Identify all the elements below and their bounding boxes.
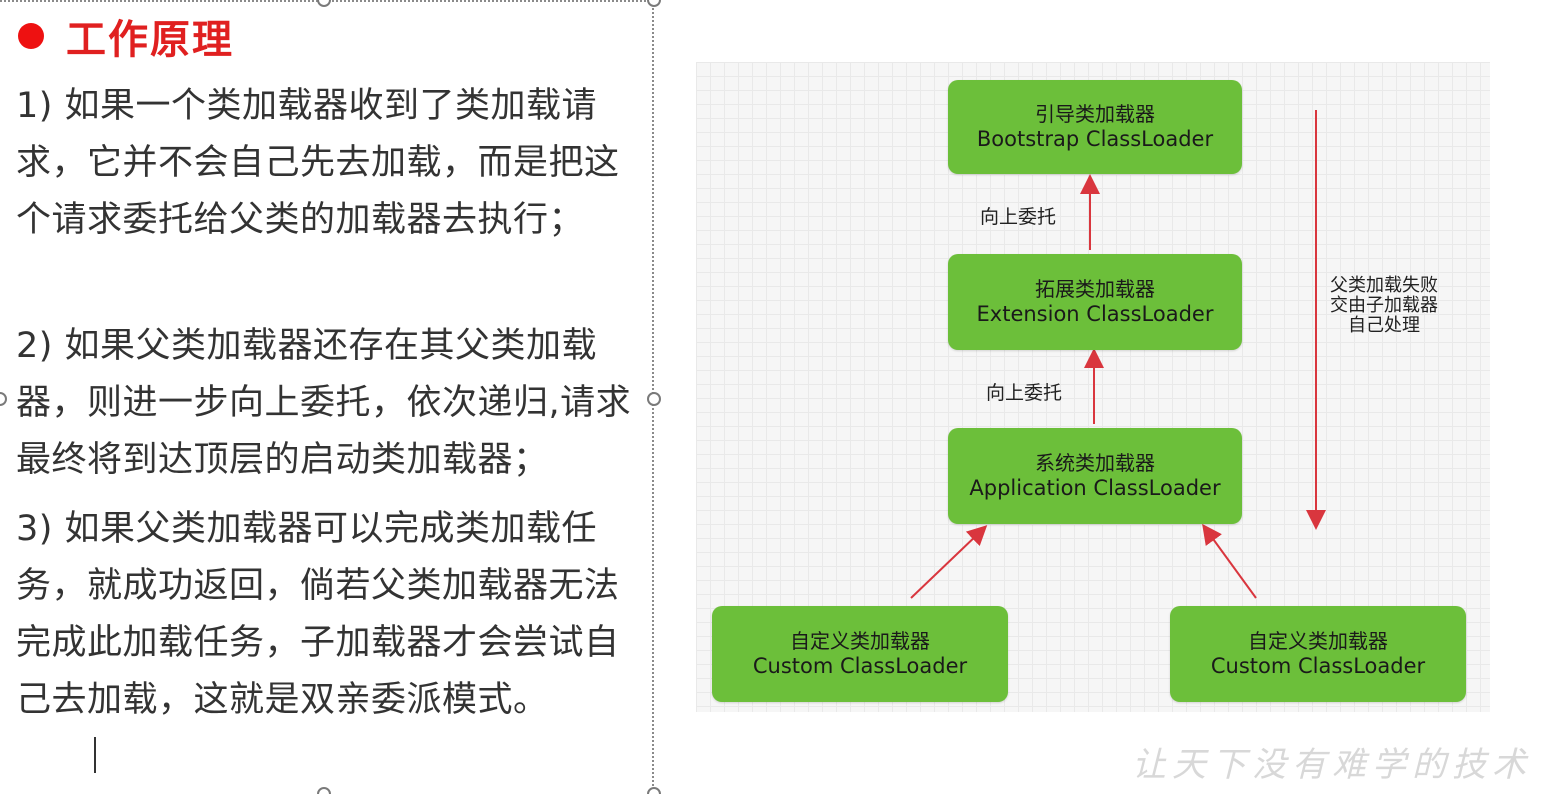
node-application[interactable]: 系统类加载器 Application ClassLoader bbox=[948, 428, 1242, 524]
classloader-diagram[interactable]: 引导类加载器 Bootstrap ClassLoader 拓展类加载器 Exte… bbox=[696, 62, 1490, 712]
node-bootstrap[interactable]: 引导类加载器 Bootstrap ClassLoader bbox=[948, 80, 1242, 174]
arrow-customright-to-app bbox=[1202, 523, 1257, 599]
paragraph-3: 3) 如果父类加载器可以完成类加载任务，就成功返回，倘若父类加载器无法完成此加载… bbox=[16, 509, 620, 720]
resize-handle-top[interactable] bbox=[317, 0, 331, 7]
node-extension-cn: 拓展类加载器 bbox=[1035, 277, 1155, 301]
heading-row: 工作原理 bbox=[18, 8, 234, 64]
paragraph-1: 1) 如果一个类加载器收到了类加载请求，它并不会自己先去加载，而是把这个请求委托… bbox=[16, 86, 620, 240]
node-application-cn: 系统类加载器 bbox=[1035, 451, 1155, 475]
node-custom-right[interactable]: 自定义类加载器 Custom ClassLoader bbox=[1170, 606, 1466, 702]
node-custom-left-en: Custom ClassLoader bbox=[752, 654, 968, 678]
bullet-dot-icon bbox=[18, 23, 44, 49]
paragraph-2: 2) 如果父类加载器还存在其父类加载器，则进一步向上委托，依次递归,请求最终将到… bbox=[16, 326, 632, 480]
node-custom-left[interactable]: 自定义类加载器 Custom ClassLoader bbox=[712, 606, 1008, 702]
resize-handle-left[interactable] bbox=[0, 392, 7, 406]
watermark: 让天下没有难学的技术 bbox=[1132, 745, 1532, 785]
node-bootstrap-en: Bootstrap ClassLoader bbox=[976, 127, 1214, 151]
node-bootstrap-cn: 引导类加载器 bbox=[1035, 102, 1155, 126]
diagram-arrows bbox=[910, 110, 1326, 599]
node-custom-right-en: Custom ClassLoader bbox=[1210, 654, 1426, 678]
heading-title: 工作原理 bbox=[66, 16, 234, 63]
arrow-customleft-to-app bbox=[910, 525, 988, 599]
text-box[interactable]: 工作原理 1) 如果一个类加载器收到了类加载请求，它并不会自己先去加载，而是把这… bbox=[0, 0, 654, 794]
resize-handle-bottom-right[interactable] bbox=[647, 787, 661, 794]
node-application-en: Application ClassLoader bbox=[969, 476, 1221, 500]
node-extension-en: Extension ClassLoader bbox=[976, 302, 1214, 326]
side-note-line-1: 父类加载失败 bbox=[1330, 275, 1438, 296]
label-app-to-ext: 向上委托 bbox=[986, 382, 1063, 404]
side-note-line-3: 自己处理 bbox=[1348, 315, 1420, 336]
resize-handle-bottom[interactable] bbox=[317, 787, 331, 794]
resize-handle-top-right[interactable] bbox=[647, 0, 661, 7]
node-extension[interactable]: 拓展类加载器 Extension ClassLoader bbox=[948, 254, 1242, 350]
node-custom-right-cn: 自定义类加载器 bbox=[1248, 629, 1388, 653]
side-note-line-2: 交由子加载器 bbox=[1330, 295, 1438, 316]
text-cursor bbox=[94, 737, 96, 773]
side-note: 父类加载失败 交由子加载器 自己处理 bbox=[1324, 276, 1444, 336]
label-ext-to-boot: 向上委托 bbox=[980, 206, 1057, 228]
node-custom-left-cn: 自定义类加载器 bbox=[790, 629, 930, 653]
resize-handle-right[interactable] bbox=[647, 392, 661, 406]
